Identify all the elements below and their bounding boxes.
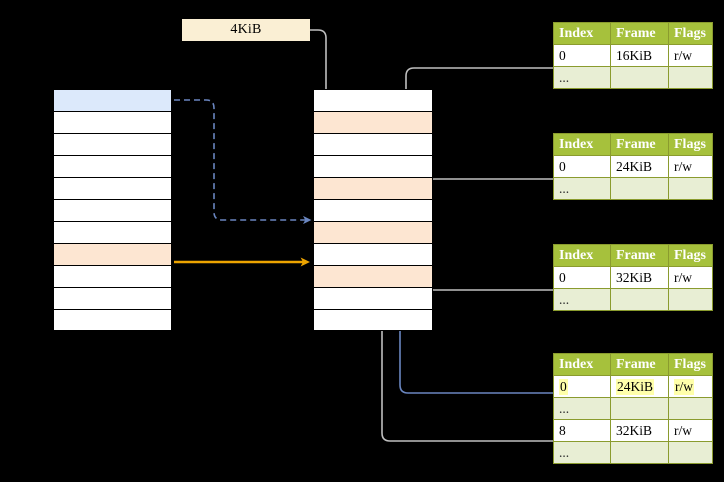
memory-cell <box>313 177 433 199</box>
table-cell <box>668 288 713 311</box>
memory-cell <box>53 221 172 243</box>
highlighted-value: 0 <box>559 378 568 395</box>
table-cell: ... <box>553 288 611 311</box>
table-cell <box>610 441 669 464</box>
table-cell <box>668 441 713 464</box>
physical-memory <box>313 89 433 331</box>
table-cell: ... <box>553 66 611 89</box>
table-cell <box>668 66 713 89</box>
column-header-frame: Frame <box>610 353 669 376</box>
table-cell: 32KiB <box>610 419 669 442</box>
table-cell: 0 <box>553 44 611 67</box>
table-cell <box>610 66 669 89</box>
column-header-frame: Frame <box>610 244 669 267</box>
table-cell <box>668 397 713 420</box>
column-header-flags: Flags <box>668 133 713 156</box>
table-cell: ... <box>553 177 611 200</box>
column-header-index: Index <box>553 244 611 267</box>
memory-cell <box>53 155 172 177</box>
table-cell: 0 <box>553 375 611 398</box>
memory-cell <box>313 221 433 243</box>
memory-cell <box>53 133 172 155</box>
column-header-flags: Flags <box>668 353 713 376</box>
memory-cell <box>53 265 172 287</box>
memory-cell <box>313 133 433 155</box>
memory-cell <box>53 177 172 199</box>
memory-cell <box>313 243 433 265</box>
table-cell: 24KiB <box>610 155 669 178</box>
table-cell: ... <box>553 441 611 464</box>
memory-cell <box>53 89 172 111</box>
column-header-index: Index <box>553 133 611 156</box>
table-row: ... <box>553 177 713 200</box>
memory-cell <box>313 155 433 177</box>
column-header-flags: Flags <box>668 22 713 45</box>
page-size-label: 4KiB <box>182 19 310 41</box>
memory-cell <box>53 199 172 221</box>
table-row: ... <box>553 397 713 420</box>
table-cell <box>610 397 669 420</box>
table-cell: 0 <box>553 155 611 178</box>
table-cell: r/w <box>668 155 713 178</box>
table-cell: 16KiB <box>610 44 669 67</box>
table-cell: 0 <box>553 266 611 289</box>
table-cell: r/w <box>668 266 713 289</box>
wire-virtual-blue-page <box>174 99 312 225</box>
memory-cell <box>313 111 433 133</box>
table-cell <box>610 177 669 200</box>
wire-table3-to-frame <box>422 264 553 291</box>
column-header-frame: Frame <box>610 133 669 156</box>
memory-cell <box>53 111 172 133</box>
table-cell: r/w <box>668 419 713 442</box>
memory-cell <box>313 309 433 331</box>
table-cell: r/w <box>668 375 713 398</box>
memory-cell <box>53 243 172 265</box>
table-row: ... <box>553 288 713 311</box>
highlighted-value: 24KiB <box>616 378 655 395</box>
table-cell: r/w <box>668 44 713 67</box>
virtual-address-space <box>53 89 172 331</box>
table-row: ... <box>553 66 713 89</box>
table-cell <box>610 288 669 311</box>
memory-cell <box>53 309 172 331</box>
table-cell: ... <box>553 397 611 420</box>
memory-cell <box>313 199 433 221</box>
highlighted-value: r/w <box>674 378 694 395</box>
column-header-index: Index <box>553 22 611 45</box>
column-header-index: Index <box>553 353 611 376</box>
table-cell: 8 <box>553 419 611 442</box>
column-header-frame: Frame <box>610 22 669 45</box>
wire-table2-to-frame <box>422 178 553 232</box>
memory-cell <box>313 265 433 287</box>
table-cell <box>668 177 713 200</box>
memory-cell <box>313 287 433 309</box>
table-row: ... <box>553 441 713 464</box>
memory-cell <box>53 287 172 309</box>
column-header-flags: Flags <box>668 244 713 267</box>
table-row: 0 24KiB r/w <box>553 375 713 398</box>
table-cell: 24KiB <box>610 375 669 398</box>
table-cell: 32KiB <box>610 266 669 289</box>
memory-cell <box>313 89 433 111</box>
